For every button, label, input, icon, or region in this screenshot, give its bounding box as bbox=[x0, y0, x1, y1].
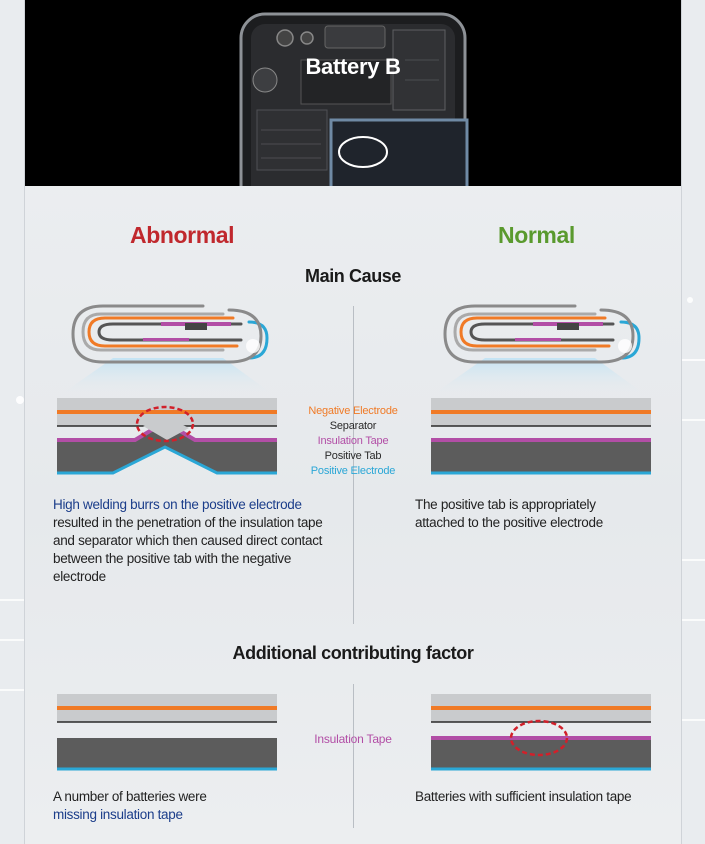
missing-tape-crosssection bbox=[57, 694, 277, 771]
normal-layer-crosssection bbox=[431, 398, 651, 475]
body-text: resulted in the penetration of the insul… bbox=[53, 515, 323, 584]
hero-title: Battery B bbox=[305, 54, 401, 79]
highlight-text: High welding burrs on the positive elect… bbox=[53, 497, 302, 512]
legend-label: Separator bbox=[329, 420, 377, 432]
normal-cell-diagram bbox=[431, 304, 647, 396]
legend-insulation-tape: Insulation Tape bbox=[271, 434, 435, 449]
additional-factor-heading: Additional contributing factor bbox=[232, 643, 474, 663]
body-text: A number of batteries were bbox=[53, 789, 207, 804]
legend-positive-tab: Positive Tab bbox=[271, 449, 435, 464]
center-divider-bottom bbox=[353, 684, 354, 828]
abnormal-cell-diagram bbox=[59, 304, 275, 396]
abnormal-main-cause-description: High welding burrs on the positive elect… bbox=[53, 496, 343, 586]
abnormal-title: Abnormal bbox=[130, 222, 235, 248]
highlight-text: missing insulation tape bbox=[53, 807, 183, 822]
legend-label: Negative Electrode bbox=[308, 405, 398, 417]
normal-title: Normal bbox=[498, 222, 575, 248]
normal-main-cause-description: The positive tab is appropriately attach… bbox=[415, 497, 603, 530]
sufficient-tape-crosssection bbox=[431, 694, 651, 771]
legend-separator: Separator bbox=[271, 419, 435, 434]
infographic-panel: Battery B Abnormal Normal Main Cause bbox=[24, 0, 682, 844]
legend-negative-electrode: Negative Electrode bbox=[271, 404, 435, 419]
legend-label: Insulation Tape bbox=[317, 435, 389, 447]
main-cause-heading: Main Cause bbox=[304, 266, 402, 286]
abnormal-additional-description: A number of batteries were missing insula… bbox=[53, 788, 313, 824]
phone-internals-illustration bbox=[239, 12, 469, 186]
center-divider-top bbox=[353, 306, 354, 624]
phone-teardown-image: Battery B bbox=[25, 0, 681, 186]
legend-positive-electrode: Positive Electrode bbox=[271, 464, 435, 479]
legend-label: Positive Tab bbox=[324, 450, 382, 462]
normal-additional-description: Batteries with sufficient insulation tap… bbox=[415, 789, 632, 804]
abnormal-layer-crosssection bbox=[57, 398, 277, 475]
legend-label: Insulation Tape bbox=[314, 732, 392, 746]
insulation-tape-label: Insulation Tape bbox=[271, 732, 435, 747]
legend-label: Positive Electrode bbox=[310, 465, 396, 477]
